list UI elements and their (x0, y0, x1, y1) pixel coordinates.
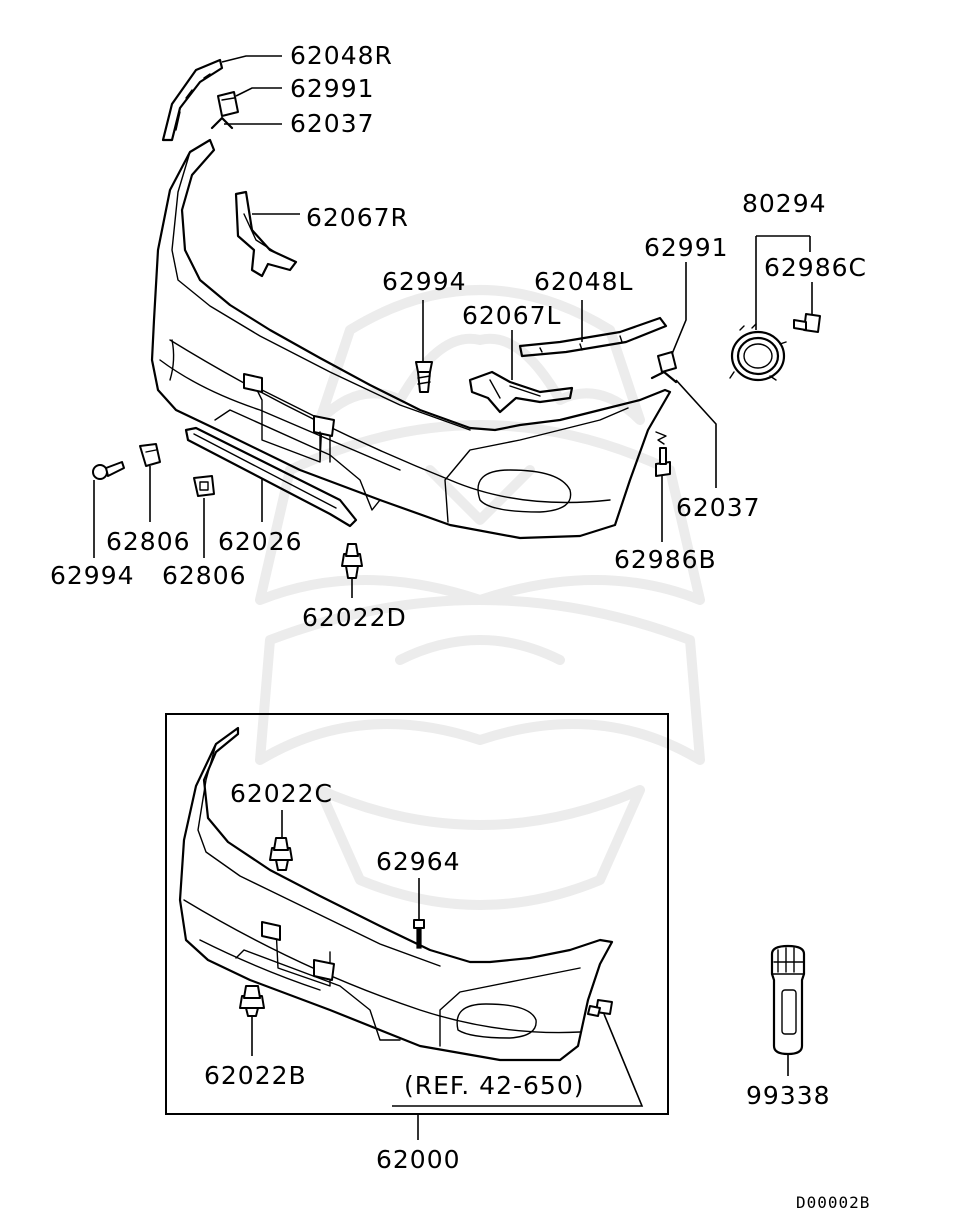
front-bumper-cover-top[interactable] (150, 138, 672, 540)
part-62994-screw-center[interactable] (415, 361, 433, 393)
part-62806-clip-a[interactable] (139, 443, 161, 467)
label-62991-right: 62991 (644, 233, 729, 262)
label-62067R: 62067R (306, 203, 409, 232)
label-62806-b: 62806 (162, 561, 247, 590)
part-62067L-bracket[interactable] (468, 370, 574, 414)
label-62986B: 62986B (614, 545, 717, 574)
label-80294: 80294 (742, 189, 827, 218)
part-80294-foglamp-bezel[interactable] (729, 323, 787, 382)
label-62991-top: 62991 (290, 74, 375, 103)
label-99338: 99338 (746, 1081, 831, 1110)
part-62991-clip-right[interactable] (657, 351, 677, 373)
part-62037-clip-right[interactable] (650, 370, 678, 384)
label-62048R: 62048R (290, 41, 393, 70)
part-labels: 62048R 62991 62037 62067R 80294 62991 62… (50, 41, 870, 1210)
part-62048L-strip[interactable] (518, 316, 668, 358)
label-62994-left: 62994 (50, 561, 135, 590)
part-62022C-clip[interactable] (269, 837, 293, 871)
leader-lines (93, 55, 813, 1140)
label-62022B: 62022B (204, 1061, 307, 1090)
label-62994-center: 62994 (382, 267, 467, 296)
label-62806-a: 62806 (106, 527, 191, 556)
label-62022D: 62022D (302, 603, 407, 632)
label-62026: 62026 (218, 527, 303, 556)
label-62048L: 62048L (534, 267, 633, 296)
reference-note: (REF. 42-650) (404, 1071, 584, 1100)
part-62994-screw-left[interactable] (92, 461, 125, 480)
part-62037-clip-top[interactable] (210, 116, 234, 130)
part-99338-sealant-bottle[interactable] (770, 944, 806, 1056)
label-62037-right: 62037 (676, 493, 761, 522)
drawing-code: D00002B (796, 1193, 870, 1210)
label-62022C: 62022C (230, 779, 333, 808)
label-62964: 62964 (376, 847, 461, 876)
label-62000: 62000 (376, 1145, 461, 1174)
part-62022B-clip[interactable] (239, 985, 265, 1017)
label-62037-top: 62037 (290, 109, 375, 138)
part-62022D-clip[interactable] (341, 543, 363, 579)
part-62048R-strip[interactable] (161, 58, 224, 142)
ref-screw-bottom[interactable] (587, 999, 613, 1017)
label-62986C: 62986C (764, 253, 867, 282)
part-62067R-bracket[interactable] (234, 190, 298, 278)
front-bumper-assembly-bottom[interactable] (178, 726, 614, 1062)
part-62991-clip-top[interactable] (217, 91, 239, 117)
part-62964-pin[interactable] (413, 919, 425, 949)
part-62986C-screw[interactable] (793, 313, 821, 333)
part-62026-lower-strip[interactable] (184, 426, 358, 528)
part-62986B-screw[interactable] (655, 431, 671, 477)
label-62067L: 62067L (462, 301, 561, 330)
watermark-emblem (255, 285, 705, 910)
assembly-62000-box (165, 713, 669, 1115)
part-62806-clip-b[interactable] (193, 475, 215, 497)
